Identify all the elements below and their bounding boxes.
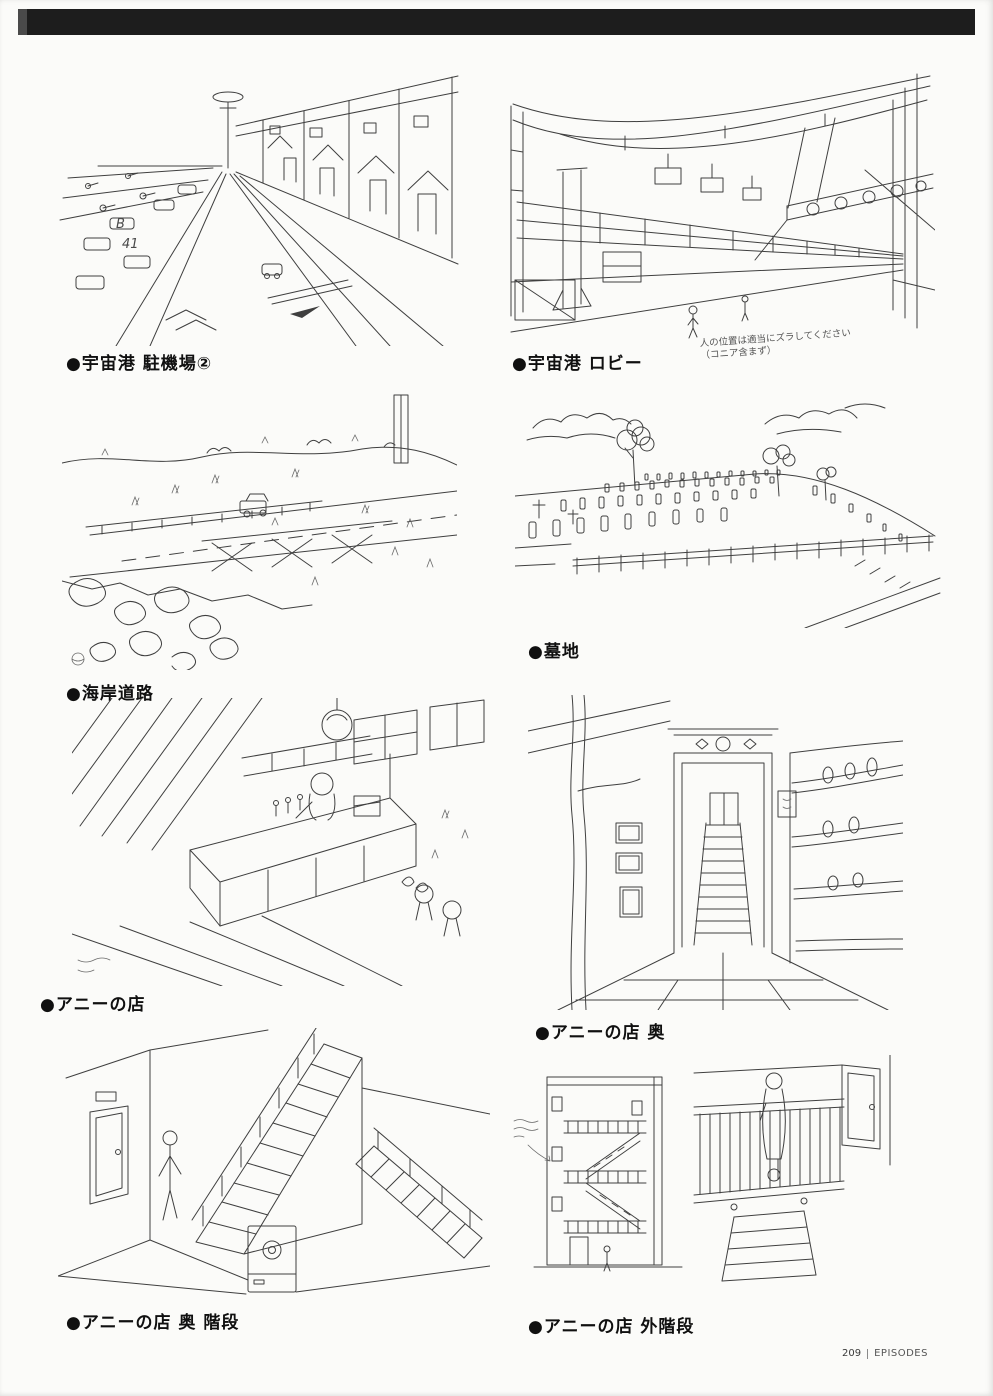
road-marking-number: 41 — [122, 237, 139, 252]
road-marking-letter: B — [116, 217, 125, 232]
header-bar — [18, 9, 975, 35]
caption-cemetery: ●墓地 — [528, 642, 580, 662]
caption-coastal-road: ●海岸道路 — [66, 684, 154, 704]
cemetery-drawing — [515, 403, 941, 628]
sketch-annies-shop — [72, 698, 487, 986]
annies-shop-outside-stairs-drawing — [513, 1055, 891, 1282]
footer-divider — [867, 1348, 869, 1359]
caption-spaceport-lobby: ●宇宙港 ロビー — [512, 354, 643, 374]
sketch-annies-shop-back-stairs — [58, 1028, 490, 1300]
sketch-spaceport-lobby — [505, 70, 935, 342]
caption-spaceport-parking: ●宇宙港 駐機場② — [66, 354, 213, 374]
caption-annies-shop-back-stairs: ●アニーの店 奥 階段 — [66, 1313, 240, 1333]
sketch-coastal-road — [62, 385, 457, 670]
header-bar-cap — [18, 9, 27, 35]
annies-shop-back-drawing — [528, 695, 903, 1010]
annies-shop-drawing — [72, 698, 485, 986]
caption-annies-shop-back: ●アニーの店 奥 — [535, 1023, 666, 1043]
sketch-annies-shop-back — [528, 695, 903, 1010]
sketch-annies-shop-outside-stairs — [512, 1055, 900, 1303]
caption-annies-shop-outside-stairs: ●アニーの店 外階段 — [528, 1317, 695, 1337]
spaceport-lobby-drawing — [510, 73, 935, 339]
coastal-road-drawing — [62, 394, 457, 670]
page-footer: 209 EPISODES — [842, 1348, 928, 1359]
sketch-spaceport-parking: B 41 — [58, 68, 463, 346]
footer-section-label: EPISODES — [874, 1348, 928, 1359]
page-number: 209 — [842, 1348, 862, 1359]
caption-annies-shop: ●アニーの店 — [40, 995, 146, 1015]
spaceport-parking-drawing: B 41 — [59, 75, 459, 346]
sketch-cemetery — [515, 388, 943, 628]
annies-shop-back-stairs-drawing — [58, 1028, 490, 1295]
